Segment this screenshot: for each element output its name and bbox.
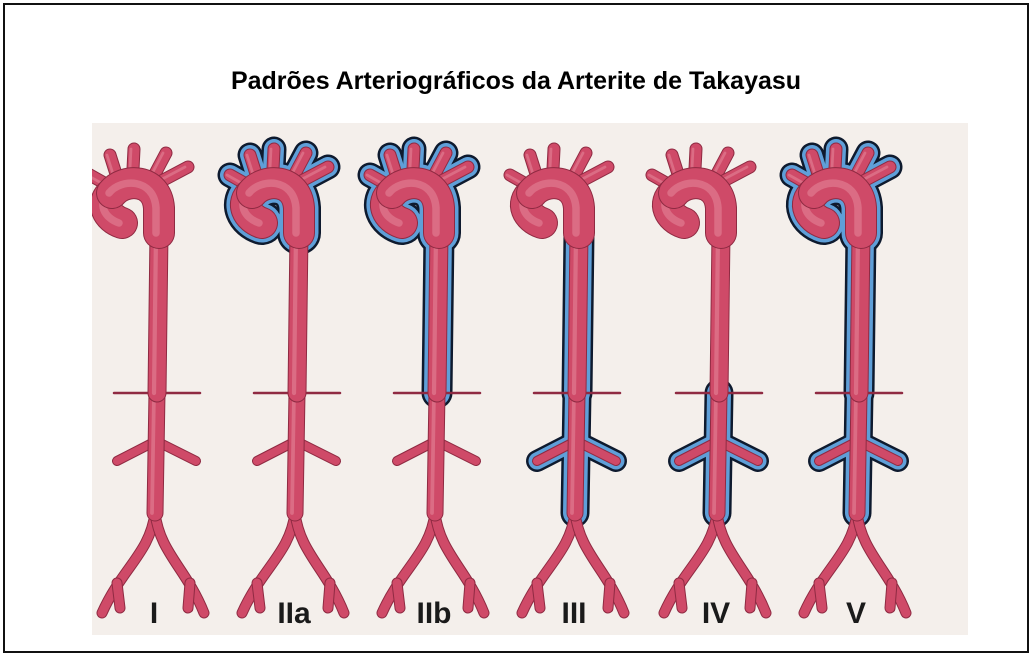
pattern-label-v: V	[846, 597, 866, 630]
slide-frame: Padrões Arteriográficos da Arterite de T…	[3, 3, 1029, 653]
slide-title: Padrões Arteriográficos da Arterite de T…	[5, 67, 1027, 96]
aorta-pattern-iia: IIa	[227, 149, 344, 630]
aorta-patterns-svg: I IIa IIb III IV V	[92, 123, 968, 635]
pattern-label-iii: III	[561, 597, 586, 630]
takayasu-diagram: I IIa IIb III IV V	[92, 123, 968, 635]
pattern-label-iv: IV	[702, 597, 730, 630]
pattern-label-iib: IIb	[417, 597, 452, 630]
aorta-pattern-iii: III	[507, 149, 624, 630]
pattern-label-iia: IIa	[277, 597, 311, 630]
pattern-label-i: I	[150, 597, 158, 630]
aorta-pattern-v: V	[789, 149, 906, 630]
aorta-pattern-iib: IIb	[367, 149, 484, 630]
aorta-pattern-iv: IV	[649, 149, 766, 630]
aorta-pattern-i: I	[92, 149, 204, 630]
